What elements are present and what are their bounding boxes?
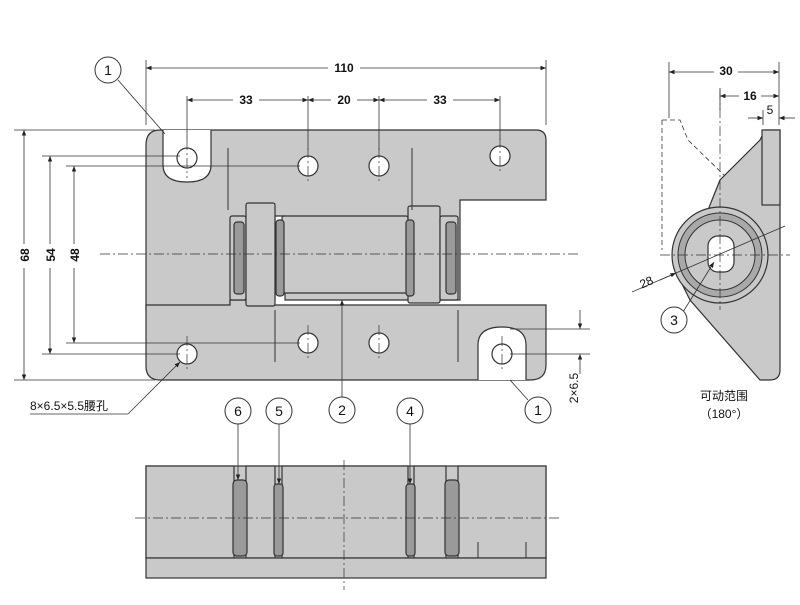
svg-text:3: 3: [670, 312, 678, 328]
callout-1-top: [94, 56, 122, 84]
callout-2: [328, 396, 356, 424]
front-view: 110 33 20 33 68 54 48 2×6.5 1 1 2: [14, 56, 590, 424]
svg-text:2: 2: [338, 402, 346, 418]
gap-left: [233, 221, 245, 295]
bottom-base: [145, 557, 547, 579]
pin-barrel: [281, 215, 409, 294]
callout-4: [396, 397, 424, 425]
dim-48: 48: [68, 248, 82, 262]
gap-left-2: [275, 219, 285, 297]
dim-68: 68: [18, 248, 32, 262]
dim-33-right: 33: [433, 93, 447, 107]
rotation-label: 可动范围: [700, 389, 748, 403]
gap-right: [405, 219, 415, 297]
callout-3: [660, 306, 688, 334]
bottom-leaf: [145, 299, 547, 381]
bottom-view: 6 5 4: [135, 397, 560, 590]
dim-5: 5: [767, 103, 774, 117]
side-view: 30 16 5 28 3 可动范围 （180°）: [631, 62, 795, 421]
dim-33-left: 33: [239, 93, 253, 107]
svg-text:6: 6: [234, 403, 242, 419]
svg-text:1: 1: [534, 402, 542, 418]
bottom-gap-5: [273, 483, 284, 557]
dim-20: 20: [337, 93, 351, 107]
callout-1-bottom: [524, 396, 552, 424]
svg-text:4: 4: [406, 403, 414, 419]
dim-16: 16: [743, 89, 757, 103]
svg-text:5: 5: [275, 403, 283, 419]
dim-28: 28: [638, 273, 656, 291]
side-flange: [761, 129, 781, 206]
knuckle-5: [245, 202, 276, 307]
dim-110: 110: [334, 61, 354, 75]
dim-2x6-5: 2×6.5: [567, 372, 581, 403]
callout-6: [224, 397, 252, 425]
rotation-value: （180°）: [700, 407, 749, 421]
gap-right-2: [445, 221, 457, 295]
dim-54: 54: [44, 248, 58, 262]
bottom-gap-4: [405, 483, 416, 557]
svg-text:1: 1: [104, 62, 112, 78]
slot-note: 8×6.5×5.5腰孔: [30, 399, 108, 413]
callout-5: [265, 397, 293, 425]
dim-30: 30: [719, 64, 733, 78]
